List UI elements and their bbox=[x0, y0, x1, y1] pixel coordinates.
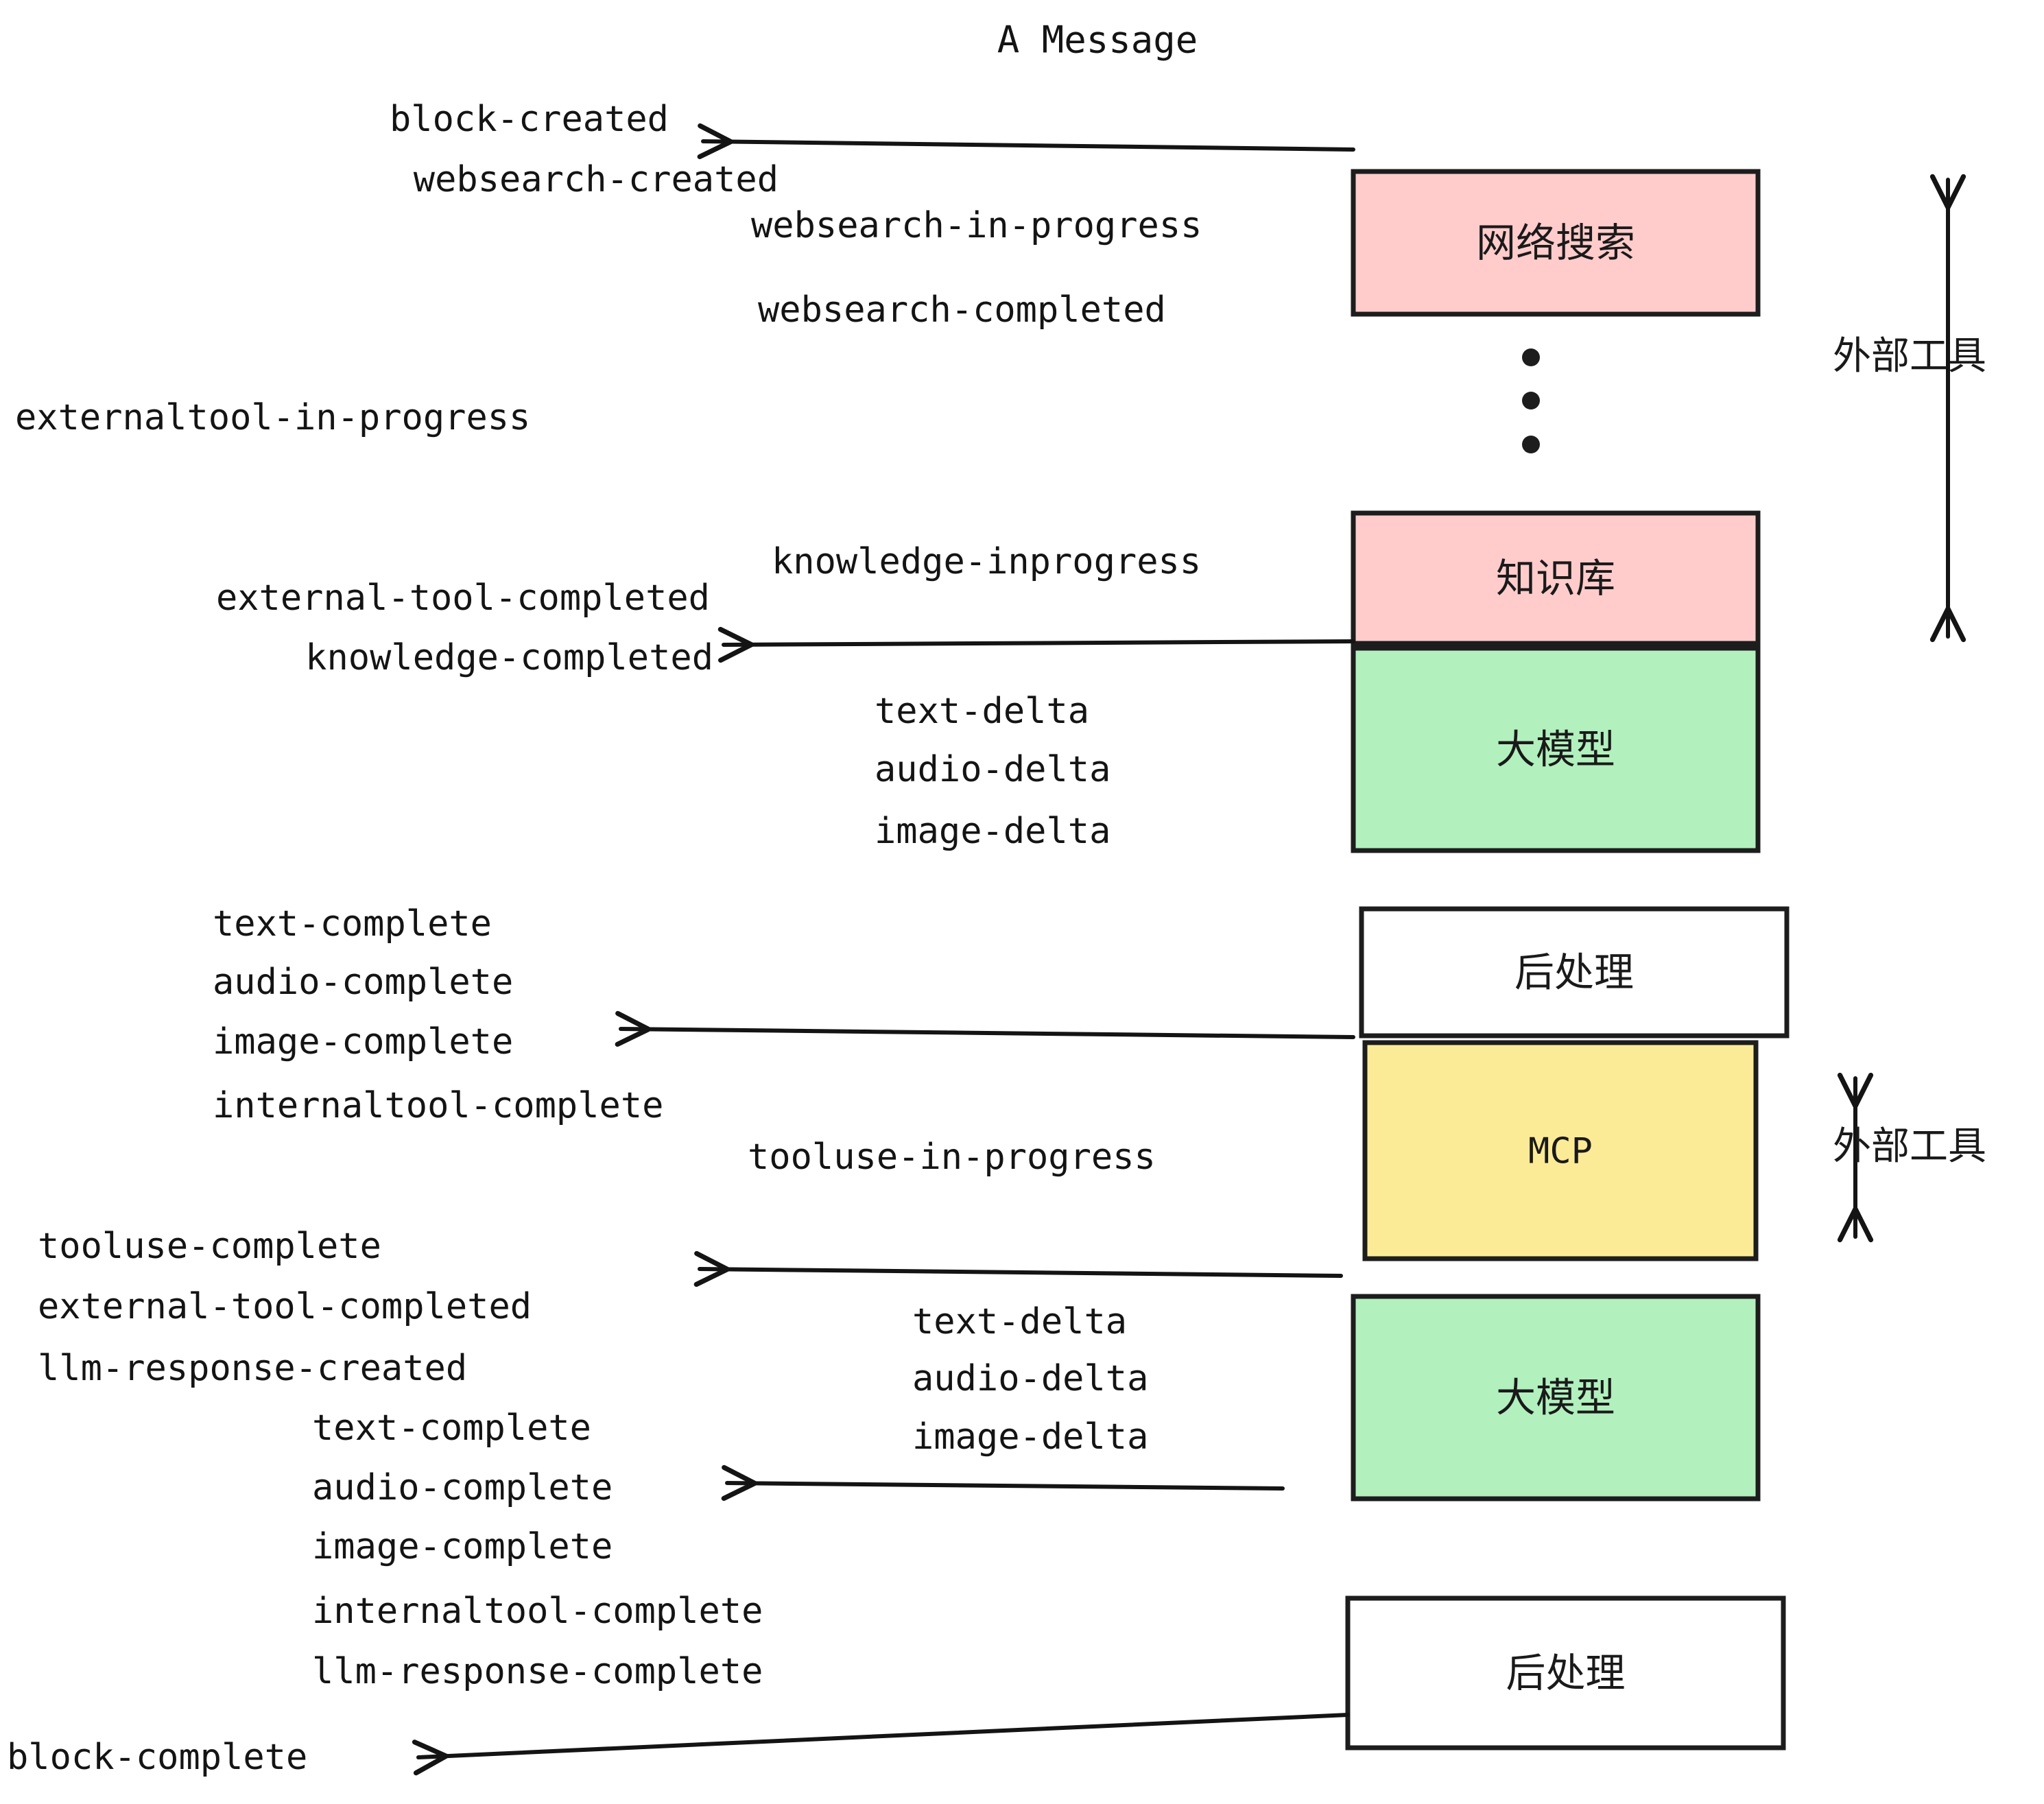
event-label-block-created: block-created bbox=[390, 99, 669, 140]
event-label-websearch-completed: websearch-completed bbox=[758, 289, 1166, 331]
event-label-llm-response-created: llm-response-created bbox=[38, 1348, 467, 1389]
event-label-llm-response-complete: llm-response-complete bbox=[312, 1651, 763, 1692]
node-box-postprocess-1[interactable]: 后处理 bbox=[1359, 906, 1790, 1039]
node-box-llm-2[interactable]: 大模型 bbox=[1351, 1294, 1761, 1502]
event-label-audio-complete: audio-complete bbox=[213, 962, 513, 1003]
arrow-block-created bbox=[697, 123, 1355, 160]
ellipsis-dots bbox=[1522, 348, 1540, 453]
box-label-postprocess-2: 后处理 bbox=[1506, 1650, 1625, 1696]
event-label-tooluse-complete: tooluse-complete bbox=[38, 1226, 381, 1267]
node-box-websearch[interactable]: 网络搜索 bbox=[1351, 169, 1761, 317]
event-label-text-delta: text-delta bbox=[912, 1301, 1127, 1342]
event-label-knowledge-completed: knowledge-completed bbox=[305, 637, 713, 678]
arrow-knowledge-completed bbox=[717, 626, 1355, 663]
event-label-internaltool-complete: internaltool-complete bbox=[312, 1591, 763, 1632]
event-label-text-delta: text-delta bbox=[875, 691, 1089, 732]
event-label-text-complete: text-complete bbox=[213, 903, 492, 945]
box-label-llm-2: 大模型 bbox=[1496, 1375, 1615, 1421]
event-label-websearch-in-progress: websearch-in-progress bbox=[751, 205, 1202, 246]
event-label-audio-complete: audio-complete bbox=[312, 1467, 613, 1508]
event-label-audio-delta: audio-delta bbox=[912, 1358, 1148, 1399]
box-label-llm-1: 大模型 bbox=[1496, 726, 1615, 773]
box-label-knowledge: 知识库 bbox=[1496, 555, 1615, 602]
arrow-audio-complete bbox=[721, 1464, 1285, 1502]
box-label-mcp: MCP bbox=[1528, 1131, 1593, 1172]
event-label-internaltool-complete: internaltool-complete bbox=[213, 1085, 663, 1126]
arrow-image-complete bbox=[615, 1010, 1355, 1047]
event-label-websearch-created: websearch-created bbox=[414, 159, 779, 200]
node-box-llm-1[interactable]: 大模型 bbox=[1351, 645, 1761, 853]
node-box-mcp[interactable]: MCP bbox=[1362, 1040, 1759, 1261]
scope-label-external-tools-bottom: 外部工具 bbox=[1833, 1124, 1986, 1169]
box-rect-websearch bbox=[1351, 169, 1761, 317]
event-label-image-delta: image-delta bbox=[875, 811, 1110, 852]
arrow-tooluse-complete bbox=[693, 1250, 1343, 1287]
event-label-audio-delta: audio-delta bbox=[875, 749, 1110, 790]
box-rect-mcp bbox=[1362, 1040, 1759, 1261]
event-label-block-complete: block-complete bbox=[7, 1737, 307, 1778]
box-rect-postprocess-2 bbox=[1345, 1595, 1786, 1750]
event-label-tooluse-in-progress: tooluse-in-progress bbox=[748, 1137, 1156, 1178]
box-label-websearch: 网络搜索 bbox=[1476, 219, 1635, 266]
event-label-image-delta: image-delta bbox=[912, 1416, 1148, 1458]
box-rect-postprocess-1 bbox=[1359, 906, 1790, 1039]
ellipsis-dot-1 bbox=[1522, 348, 1540, 366]
diagram-title-group: A Message bbox=[997, 19, 1198, 62]
scope-range-arrows bbox=[1837, 174, 1966, 1243]
event-label-external-tool-completed: external-tool-completed bbox=[38, 1286, 532, 1327]
ellipsis-dot-2 bbox=[1522, 392, 1540, 410]
node-box-postprocess-2[interactable]: 后处理 bbox=[1345, 1595, 1786, 1750]
ellipsis-dot-3 bbox=[1522, 436, 1540, 453]
scope-label-external-tools-top: 外部工具 bbox=[1833, 334, 1986, 379]
event-label-image-complete: image-complete bbox=[312, 1526, 613, 1567]
event-label-text-complete: text-complete bbox=[312, 1408, 591, 1449]
event-label-external-tool-completed: external-tool-completed bbox=[216, 578, 710, 619]
arrow-block-complete bbox=[412, 1713, 1350, 1776]
event-label-image-complete: image-complete bbox=[213, 1021, 513, 1063]
box-label-postprocess-1: 后处理 bbox=[1514, 949, 1634, 996]
page-title: A Message bbox=[997, 19, 1198, 62]
event-arrows bbox=[412, 123, 1355, 1776]
node-box-knowledge[interactable]: 知识库 bbox=[1351, 510, 1761, 646]
box-rect-llm-1 bbox=[1351, 645, 1761, 853]
event-label-externaltool-in-progress: externaltool-in-progress bbox=[15, 397, 530, 438]
box-rect-knowledge bbox=[1351, 510, 1761, 646]
event-labels: block-created websearch-created websearch-… bbox=[7, 99, 1202, 1778]
event-label-knowledge-inprogress: knowledge-inprogress bbox=[772, 541, 1201, 582]
box-rect-llm-2 bbox=[1351, 1294, 1761, 1502]
